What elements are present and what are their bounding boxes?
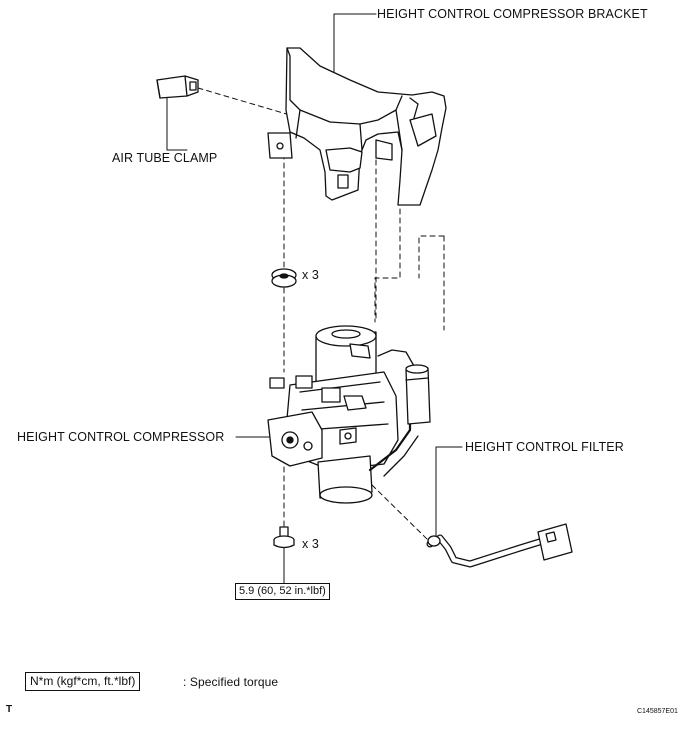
torque-spec-box: 5.9 (60, 52 in.*lbf) — [235, 583, 330, 600]
torque-legend-text: : Specified torque — [183, 675, 279, 689]
torque-legend-unit: N*m (kgf*cm, ft.*lbf) — [25, 672, 141, 691]
figure-id: C145857E01 — [637, 708, 678, 715]
label-air-tube-clamp: AIR TUBE CLAMP — [112, 151, 218, 165]
leader-lines — [166, 13, 463, 541]
footer-left-mark: T — [6, 704, 13, 715]
cushion-part — [271, 268, 297, 288]
label-compressor: HEIGHT CONTROL COMPRESSOR — [17, 430, 225, 444]
label-bolt-quantity: x 3 — [302, 537, 319, 551]
label-bracket: HEIGHT CONTROL COMPRESSOR BRACKET — [377, 7, 648, 21]
label-cushion-quantity: x 3 — [302, 268, 319, 282]
assembly-dash-lines — [197, 87, 445, 541]
bolt-part — [273, 526, 295, 549]
compressor-assembly — [267, 325, 431, 504]
filter-part — [426, 523, 573, 568]
label-filter: HEIGHT CONTROL FILTER — [465, 440, 624, 454]
compressor-bracket — [267, 47, 447, 206]
filter-leader — [435, 446, 463, 541]
clamp-leader — [166, 93, 188, 151]
air-tube-clamp — [156, 75, 199, 99]
bracket-leader — [333, 13, 377, 79]
